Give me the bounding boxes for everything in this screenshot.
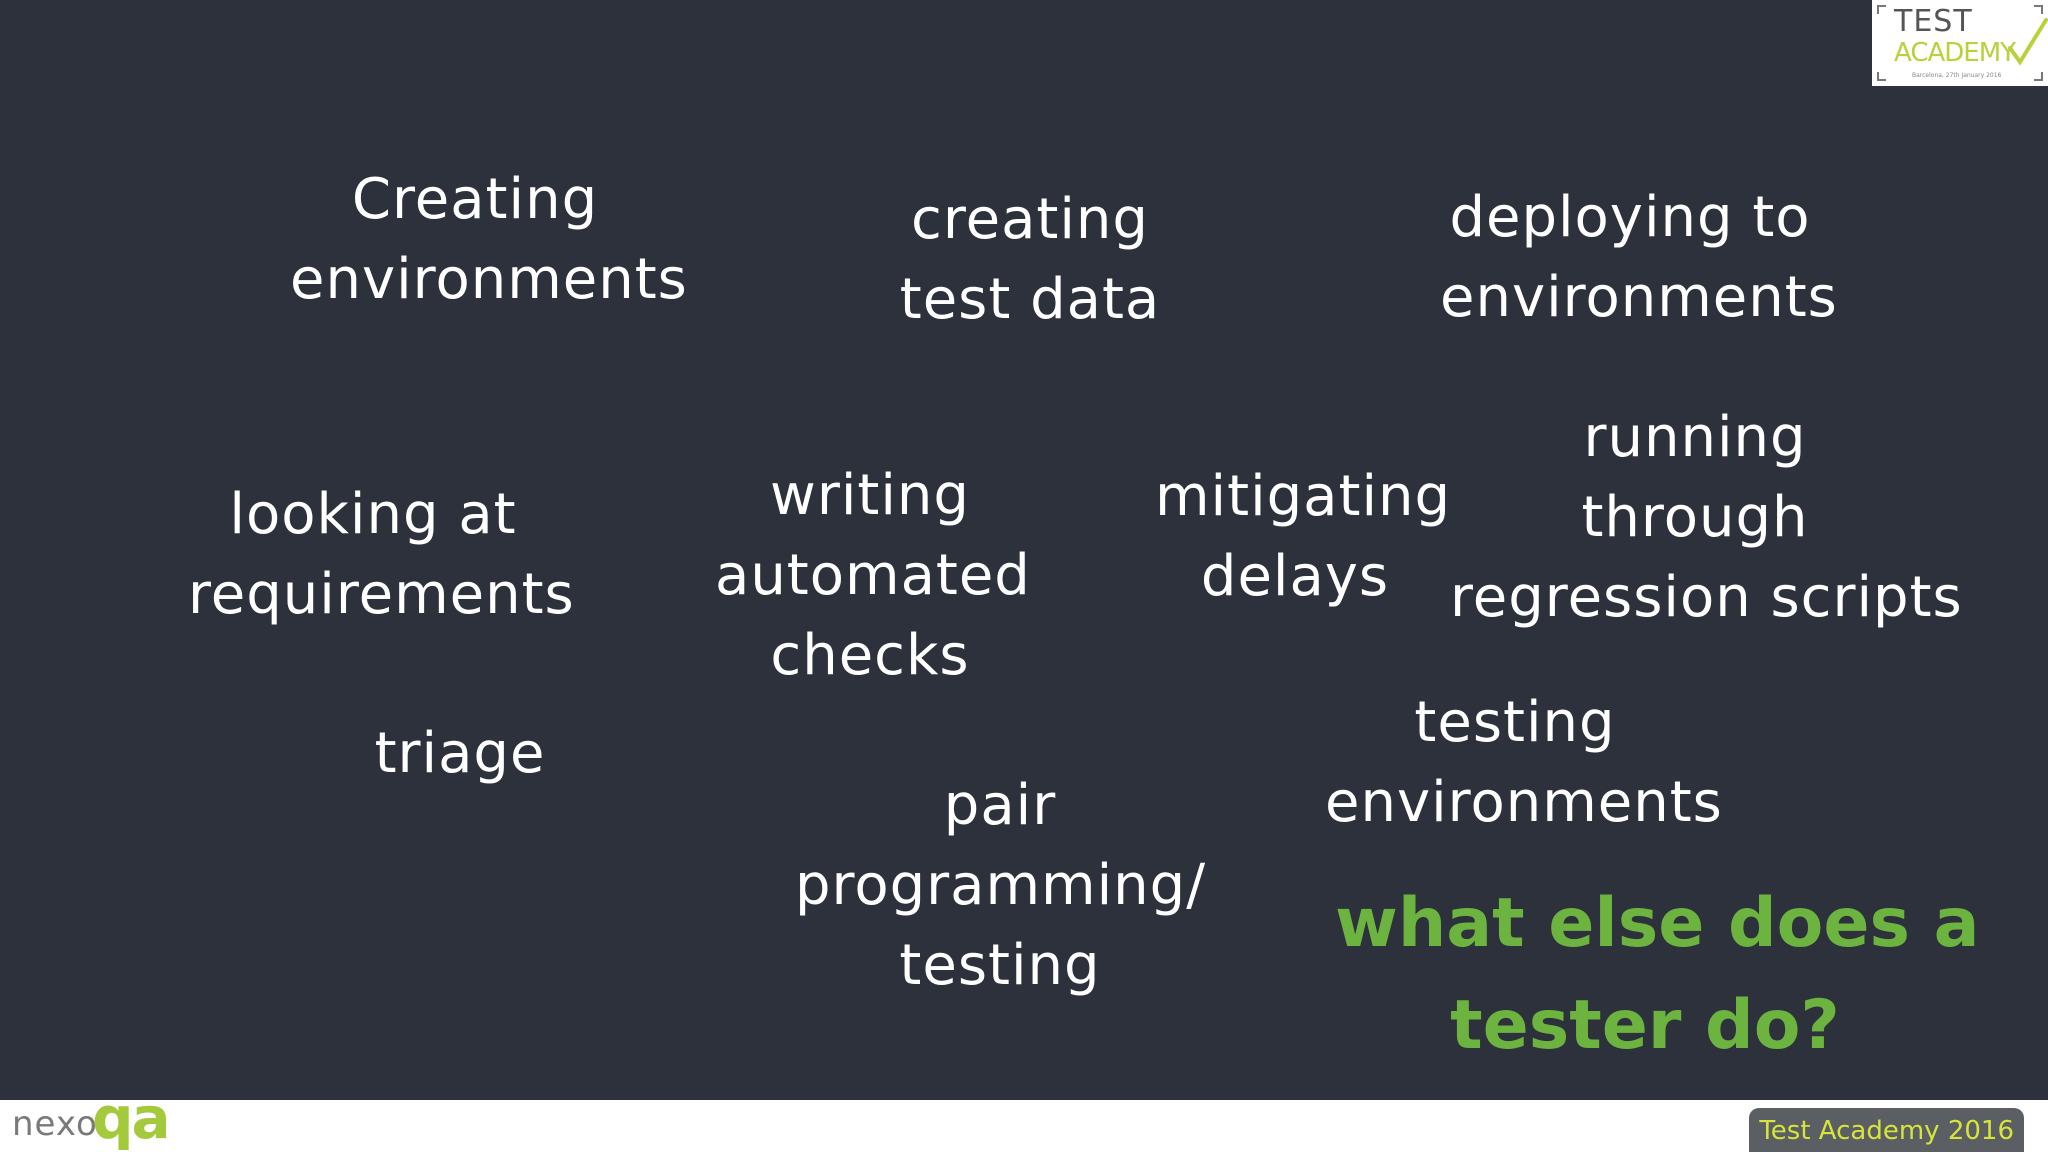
phrase-line: creating [911,187,1149,252]
phrase-writing-automated-checks: writing automated checks [715,456,1031,696]
phrase-line: pair [943,773,1057,838]
brand-nexo-text: nexo [12,1104,98,1144]
phrase-line: delays [1200,544,1390,609]
phrase-line: Creating [351,167,599,232]
phrase-deploying-to-environments: deploying to environments [1440,178,1838,338]
logo-text-academy: ACADEMY [1894,38,2016,68]
phrase-triage: triage [360,714,560,794]
phrase-creating-environments: Creating environments [290,160,688,320]
question-what-else: what else does a tester do? [1335,873,1980,1077]
phrase-running-through-regression-scripts: running through regression scripts [1450,398,1963,638]
phrase-line: checks [770,623,970,688]
phrase-line: mitigating [1155,464,1452,529]
brand-qa-text: qa [92,1084,171,1152]
question-line: what else does a [1335,884,1980,963]
phrase-line: environments [1440,265,1838,330]
phrase-line: through [1581,485,1809,550]
phrase-pair-programming-testing: pair programming/ testing [795,766,1205,1006]
logo-frame-corners [1877,5,2048,81]
logo-text-test: TEST [1894,4,1973,39]
question-line: tester do? [1450,986,1840,1065]
phrase-looking-at-requirements: looking at requirements [188,475,575,635]
phrase-line: programming/ [795,853,1207,918]
phrase-line: testing [1414,690,1616,755]
phrase-line: triage [374,721,546,786]
phrase-line: regression scripts [1450,565,1963,630]
phrase-line: environments [1325,770,1723,835]
phrase-testing-environments: testing environments [1325,683,1723,843]
footer-event-badge: Test Academy 2016 [1749,1108,2024,1152]
phrase-line: testing [899,933,1101,998]
phrase-line: automated [715,543,1031,608]
phrase-line: looking at [229,482,517,547]
phrase-line: test data [899,267,1161,332]
phrase-line: environments [290,247,688,312]
phrase-line: running [1583,405,1807,470]
phrase-mitigating-delays: mitigating delays [1155,457,1452,617]
footer-bar: nexo qa Test Academy 2016 [0,1086,2048,1152]
phrase-line: deploying to [1449,185,1811,250]
test-academy-logo: TEST ACADEMY Barcelona, 27th January 201… [1872,0,2048,86]
checkmark-icon [2008,18,2048,66]
phrase-creating-test-data: creating test data [895,180,1165,340]
phrase-line: requirements [188,562,575,627]
phrase-line: writing [770,463,970,528]
slide-canvas: Creating environments creating test data… [188,0,2048,1077]
logo-text-event: Barcelona, 27th January 2016 [1912,72,2002,79]
